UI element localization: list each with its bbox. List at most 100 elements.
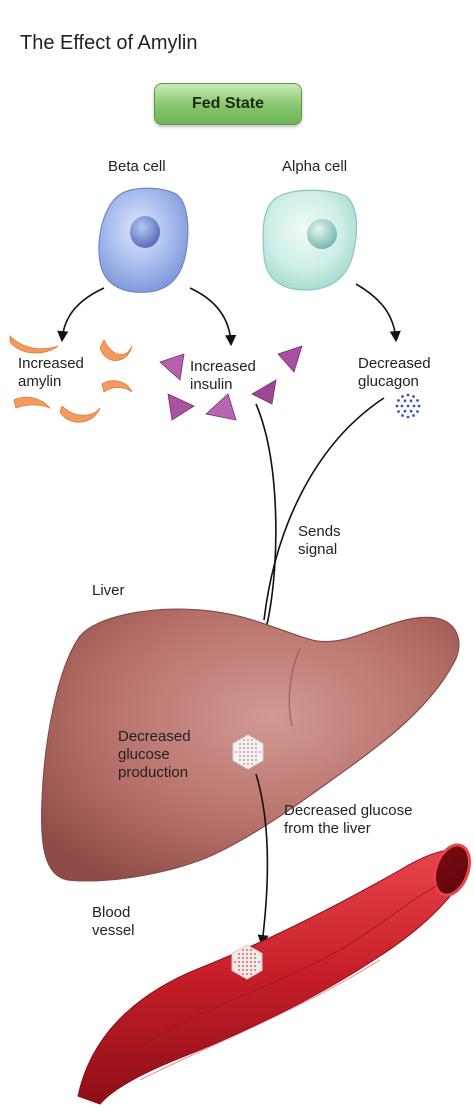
signal-label-line1: Sends <box>298 523 341 540</box>
glucagon-dot <box>400 404 404 408</box>
glucagon-dot <box>406 404 410 408</box>
glucose-dot <box>250 758 254 762</box>
glucose-dot <box>242 746 246 750</box>
insulin-triangle <box>277 345 303 373</box>
amylin-label-line2: amylin <box>18 373 62 390</box>
glucagon-dot <box>412 414 415 417</box>
glucose-dot <box>237 956 241 960</box>
glucose-molecule-vessel <box>231 944 263 980</box>
glucose-dot <box>241 948 245 952</box>
glucose-dot <box>241 972 245 976</box>
glucose-dot <box>246 750 250 754</box>
amylin-crescent <box>59 405 101 423</box>
glucose-dot <box>246 742 250 746</box>
alpha-cell-label: Alpha cell <box>282 158 348 175</box>
arrow-liver-to-vessel <box>255 773 269 947</box>
glucose-dot <box>237 964 241 968</box>
glucose-dot <box>242 754 246 758</box>
glucose-dot <box>249 972 253 976</box>
glucose-dot <box>238 754 242 758</box>
glucose-dot <box>250 742 254 746</box>
glucose-dot <box>245 968 249 972</box>
glucose-dot <box>242 758 246 762</box>
glucose-dot <box>246 754 250 758</box>
glucose-dot <box>238 742 242 746</box>
insulin-triangle <box>251 379 277 405</box>
arrow-alpha-to-glucagon <box>355 283 401 343</box>
glucose-dot <box>253 952 257 956</box>
glucose-dot <box>250 762 254 766</box>
insulin-molecules <box>159 345 303 421</box>
glucose-dot <box>249 968 253 972</box>
glucose-dot <box>249 960 253 964</box>
glucose-dot <box>254 746 258 750</box>
glucose-dot <box>245 964 249 968</box>
fed-state-badge: Fed State <box>154 83 302 125</box>
glucose-dot <box>245 956 249 960</box>
glucose-dot <box>238 746 242 750</box>
page-title: The Effect of Amylin <box>20 32 198 54</box>
glucose-dot <box>253 964 257 968</box>
glucose-dot <box>254 758 258 762</box>
glucose-dot <box>245 952 249 956</box>
insulin-triangle <box>167 393 195 421</box>
glucagon-dot <box>416 399 419 402</box>
glucose-dot <box>249 956 253 960</box>
alpha-cell <box>262 189 358 291</box>
amylin-label-line1: Increased <box>18 355 84 372</box>
glucose-dot <box>241 968 245 972</box>
glucose-dot <box>242 750 246 754</box>
glucose-dot <box>249 964 253 968</box>
production-label-line1: Decreased <box>118 728 191 745</box>
beta-cell <box>98 187 189 293</box>
glucagon-dot <box>416 410 419 413</box>
glucose-dot <box>258 750 262 754</box>
glucose-dot <box>245 960 249 964</box>
vessel-label-line2: vessel <box>92 922 135 939</box>
glucagon-dot <box>397 410 400 413</box>
glucagon-label-line2: glucagon <box>358 373 419 390</box>
insulin-label-line2: insulin <box>190 376 233 393</box>
amylin-crescent <box>13 396 52 409</box>
glucagon-dot <box>409 409 413 413</box>
amylin-molecules <box>9 335 133 423</box>
glucose-dot <box>246 758 250 762</box>
glucose-dot <box>241 956 245 960</box>
glucose-dot <box>254 750 258 754</box>
glucose-dot <box>250 738 254 742</box>
glucagon-dot <box>401 414 404 417</box>
glucagon-dot <box>406 415 410 419</box>
from-liver-label-line2: from the liver <box>284 820 371 837</box>
glucagon-dot <box>401 395 404 398</box>
glucose-dot <box>257 960 261 964</box>
amylin-crescent <box>9 335 59 354</box>
glucose-dot <box>246 762 250 766</box>
glucose-dot <box>246 738 250 742</box>
glucagon-dot <box>403 409 407 413</box>
alpha-cell-nucleus <box>307 219 337 249</box>
glucose-dot <box>246 746 250 750</box>
production-label-line2: glucose <box>118 746 170 763</box>
insulin-label-line1: Increased <box>190 358 256 375</box>
glucagon-dot <box>412 404 416 408</box>
glucagon-label-line1: Decreased <box>358 355 431 372</box>
glucose-dot <box>233 960 237 964</box>
blood-vessel-lumen <box>433 843 471 897</box>
glucagon-dot <box>397 399 400 402</box>
glucagon-dot <box>403 399 407 403</box>
glucose-dot <box>250 746 254 750</box>
glucose-dot <box>237 960 241 964</box>
arrow-glucagon-to-liver <box>263 397 385 621</box>
glucose-dot <box>250 754 254 758</box>
glucose-dot <box>253 956 257 960</box>
amylin-crescent <box>101 380 133 393</box>
glucose-dot <box>234 750 238 754</box>
glucose-dot <box>254 754 258 758</box>
blood-vessel <box>77 843 471 1105</box>
glucagon-dot <box>412 395 415 398</box>
glucose-dot <box>249 948 253 952</box>
glucose-dot <box>242 742 246 746</box>
glucose-dot <box>245 948 249 952</box>
arrow-beta-to-amylin <box>57 287 105 343</box>
